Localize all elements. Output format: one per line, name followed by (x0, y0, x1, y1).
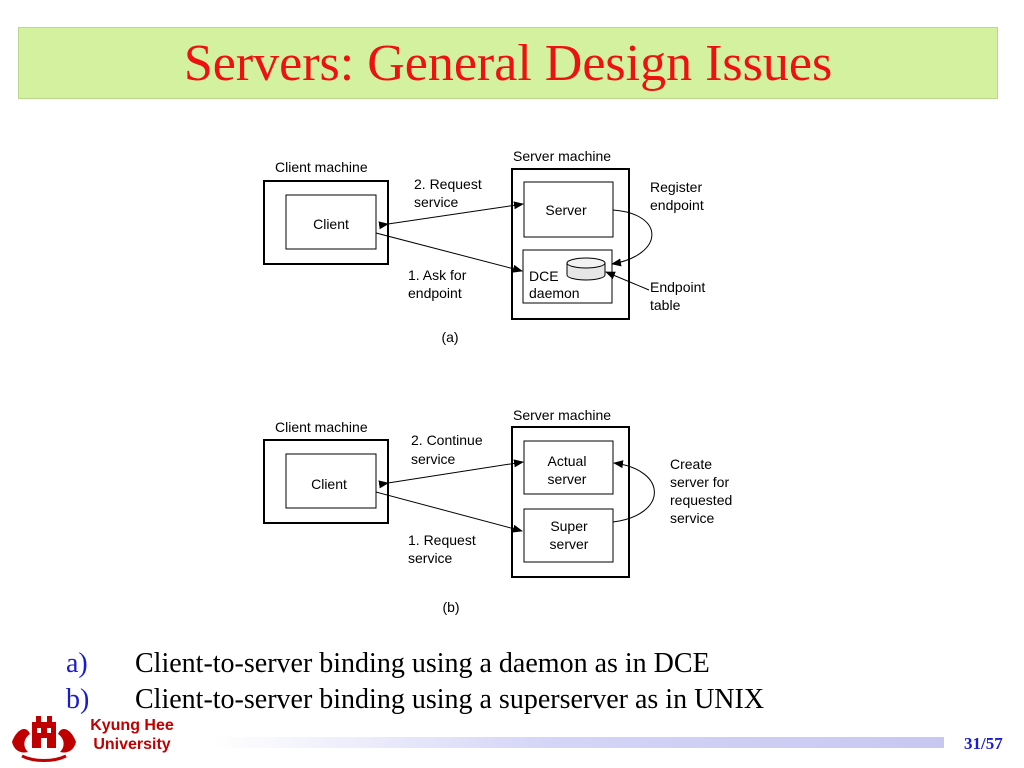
page-number: 31/57 (964, 734, 1003, 753)
server-machine-label: Server machine (513, 148, 611, 164)
bullet-marker: a) (66, 648, 88, 679)
university-name: Kyung Hee University (80, 716, 184, 754)
university-name-line1: Kyung Hee (90, 717, 174, 734)
continue-service-arrow (378, 459, 524, 489)
request-service-arrow (378, 201, 524, 230)
request-service-arrow (375, 491, 523, 533)
server-machine-box (511, 168, 630, 320)
request-service-label-line1: 1. Request (408, 532, 476, 548)
actual-server-label-line2: server (548, 471, 587, 487)
dce-daemon-label-line2: daemon (529, 285, 580, 301)
continue-service-label-line1: 2. Continue (411, 432, 483, 448)
client-box (285, 453, 377, 509)
ask-endpoint-label-line2: endpoint (408, 285, 462, 301)
create-server-label-line3: requested (670, 492, 732, 508)
server-machine-box (511, 426, 630, 578)
ask-endpoint-label-line1: 1. Ask for (408, 267, 467, 283)
request-service-label-line1: 2. Request (414, 176, 482, 192)
endpoint-table-label-line1: Endpoint (650, 279, 705, 295)
client-label: Client (311, 476, 347, 492)
create-server-label-line1: Create (670, 456, 712, 472)
server-machine-label: Server machine (513, 407, 611, 423)
server-label: Server (545, 202, 587, 218)
university-logo-icon (12, 716, 76, 762)
bullet-marker: b) (66, 684, 90, 715)
actual-server-label-line1: Actual (548, 453, 587, 469)
super-server-label-line2: server (550, 536, 589, 552)
university-name-line2: University (93, 736, 171, 753)
dce-daemon-label-line1: DCE (529, 268, 559, 284)
super-server-box (523, 508, 614, 563)
register-endpoint-label-line1: Register (650, 179, 702, 195)
client-box (285, 194, 377, 250)
server-box (523, 181, 614, 238)
client-label: Client (313, 216, 349, 232)
continue-service-label-line2: service (411, 451, 456, 467)
diagram-b: Client machine Client Server machine Act… (263, 407, 732, 615)
diagram-a: Client machine Client Server machine Ser… (263, 148, 705, 345)
caption-a: (a) (441, 329, 458, 345)
ask-endpoint-arrow (375, 232, 523, 273)
bullet-text: Client-to-server binding using a superse… (135, 684, 765, 715)
create-server-label-line2: server for (670, 474, 729, 490)
endpoint-table-arrow (605, 271, 650, 291)
bullet-item: b) Client-to-server binding using a supe… (66, 682, 966, 718)
create-server-arrow (612, 460, 655, 523)
bullet-text: Client-to-server binding using a daemon … (135, 648, 710, 679)
slide-title: Servers: General Design Issues (183, 35, 833, 92)
client-machine-label: Client machine (275, 419, 368, 435)
register-endpoint-arrow (611, 209, 653, 267)
endpoint-table-label-line2: table (650, 297, 681, 313)
request-service-label-line2: service (408, 550, 453, 566)
title-bar: Servers: General Design Issues (18, 27, 998, 99)
bullet-item: a) Client-to-server binding using a daem… (66, 646, 966, 682)
create-server-label-line4: service (670, 510, 715, 526)
bullet-list: a) Client-to-server binding using a daem… (66, 646, 966, 718)
endpoint-table-icon (566, 257, 606, 281)
client-machine-label: Client machine (275, 159, 368, 175)
footer-bar (214, 737, 944, 748)
register-endpoint-label-line2: endpoint (650, 197, 704, 213)
caption-b: (b) (442, 599, 459, 615)
super-server-label-line1: Super (550, 518, 588, 534)
request-service-label-line2: service (414, 194, 459, 210)
actual-server-box (523, 440, 614, 495)
